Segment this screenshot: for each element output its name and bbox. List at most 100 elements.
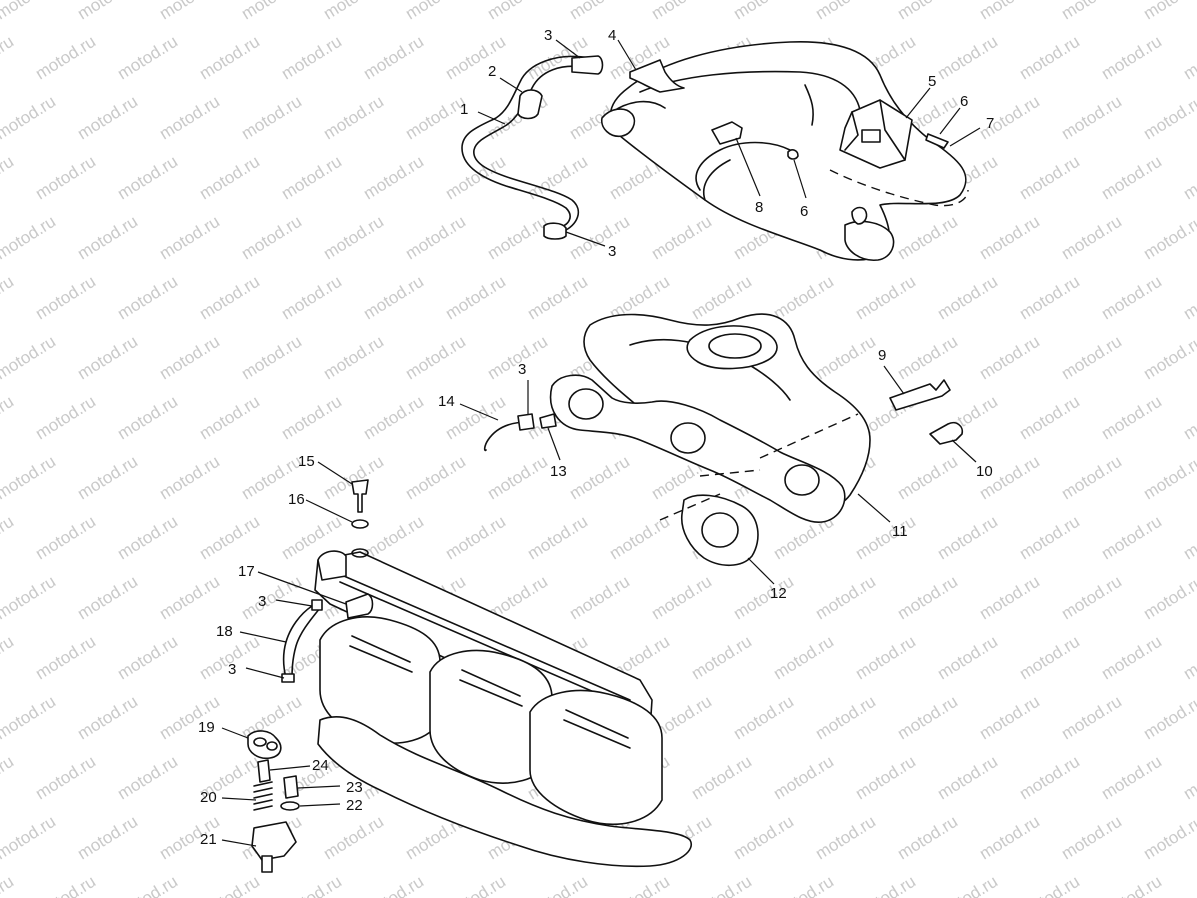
watermark-text: motod.ru [1058, 812, 1125, 864]
watermark-text: motod.ru [1058, 572, 1125, 624]
watermark-text: motod.ru [770, 272, 837, 324]
watermark-text: motod.ru [278, 872, 345, 898]
callout-19: 19 [198, 719, 215, 736]
watermark-text: motod.ru [74, 812, 141, 864]
watermark-text: motod.ru [1180, 632, 1197, 684]
leader-lines [221, 39, 981, 847]
watermark-text: motod.ru [114, 152, 181, 204]
watermark-text: motod.ru [1098, 32, 1165, 84]
watermark-text: motod.ru [156, 212, 223, 264]
callout-20: 20 [200, 789, 217, 806]
watermark-text: motod.ru [32, 392, 99, 444]
watermark-text: motod.ru [402, 212, 469, 264]
watermark-text: motod.ru [360, 32, 427, 84]
watermark-text: motod.ru [1140, 572, 1197, 624]
watermark-text: motod.ru [606, 512, 673, 564]
watermark-text: motod.ru [894, 812, 961, 864]
watermark-text: motod.ru [1098, 272, 1165, 324]
watermark-text: motod.ru [442, 872, 509, 898]
watermark-text: motod.ru [74, 212, 141, 264]
watermark-text: motod.ru [1058, 692, 1125, 744]
watermark-text: motod.ru [730, 0, 797, 23]
watermark-text: motod.ru [730, 812, 797, 864]
callout-3: 3 [258, 593, 266, 610]
callout-21: 21 [200, 831, 217, 848]
watermark-text: motod.ru [1098, 752, 1165, 804]
watermark-text: motod.ru [894, 572, 961, 624]
watermark-text: motod.ru [0, 812, 59, 864]
watermark-text: motod.ru [852, 752, 919, 804]
watermark-text: motod.ru [196, 512, 263, 564]
callout-14: 14 [438, 393, 455, 410]
watermark-text: motod.ru [1180, 32, 1197, 84]
watermark-text: motod.ru [1180, 752, 1197, 804]
watermark-text: motod.ru [360, 152, 427, 204]
watermark-text: motod.ru [74, 572, 141, 624]
watermark-text: motod.ru [934, 32, 1001, 84]
watermark-text: motod.ru [934, 872, 1001, 898]
callout-3: 3 [544, 27, 552, 44]
watermark-text: motod.ru [0, 332, 59, 384]
watermark-text: motod.ru [812, 572, 879, 624]
watermark-text: motod.ru [934, 272, 1001, 324]
watermark-text: motod.ru [1140, 812, 1197, 864]
callout-4: 4 [608, 27, 616, 44]
coolant-hose-1 [461, 55, 604, 240]
watermark-text: motod.ru [320, 0, 387, 23]
watermark-text: motod.ru [1016, 32, 1083, 84]
watermark-text: motod.ru [278, 32, 345, 84]
watermark-text: motod.ru [32, 752, 99, 804]
watermark-text: motod.ru [238, 212, 305, 264]
watermark-text: motod.ru [402, 0, 469, 23]
callout-10: 10 [976, 463, 993, 480]
watermark-text: motod.ru [0, 512, 17, 564]
watermark-text: motod.ru [74, 0, 141, 23]
watermark-text: motod.ru [442, 32, 509, 84]
watermark-text: motod.ru [976, 572, 1043, 624]
watermark-text: motod.ru [1058, 212, 1125, 264]
watermark-text: motod.ru [156, 332, 223, 384]
watermark-text: motod.ru [0, 872, 17, 898]
watermark-text: motod.ru [976, 332, 1043, 384]
callout-16: 16 [288, 491, 305, 508]
watermark-text: motod.ru [74, 692, 141, 744]
watermark-text: motod.ru [0, 452, 59, 504]
watermark-text: motod.ru [402, 452, 469, 504]
watermark-text: motod.ru [688, 632, 755, 684]
watermark-text: motod.ru [442, 272, 509, 324]
watermark-text: motod.ru [770, 872, 837, 898]
callout-18: 18 [216, 623, 233, 640]
callout-labels: 1 2 3 4 5 6 7 8 6 3 9 3 14 13 10 11 12 1… [198, 27, 994, 848]
watermark-text: motod.ru [0, 32, 17, 84]
callout-5: 5 [928, 73, 936, 90]
callout-3: 3 [228, 661, 236, 678]
watermark-text: motod.ru [32, 872, 99, 898]
watermark-text: motod.ru [32, 512, 99, 564]
watermark-text: motod.ru [484, 0, 551, 23]
watermark-text: motod.ru [524, 872, 591, 898]
watermark-text: motod.ru [524, 152, 591, 204]
watermark-text: motod.ru [156, 92, 223, 144]
watermark-text: motod.ru [278, 392, 345, 444]
watermark-text: motod.ru [976, 212, 1043, 264]
watermark-text: motod.ru [730, 572, 797, 624]
watermark-text: motod.ru [114, 32, 181, 84]
watermark-text: motod.ru [442, 512, 509, 564]
watermark-text: motod.ru [1140, 212, 1197, 264]
watermark-text: motod.ru [320, 92, 387, 144]
watermark-text: motod.ru [156, 0, 223, 23]
callout-2: 2 [488, 63, 496, 80]
watermark-text: motod.ru [688, 272, 755, 324]
watermark-text: motod.ru [606, 872, 673, 898]
expansion-chamber [600, 40, 969, 261]
watermark-text: motod.ru [934, 512, 1001, 564]
cylinder-head-assembly [247, 479, 693, 873]
watermark-text: motod.ru [320, 452, 387, 504]
callout-24: 24 [312, 757, 329, 774]
watermark-text: motod.ru [1180, 872, 1197, 898]
watermark-text: motod.ru [1140, 692, 1197, 744]
watermark-text: motod.ru [360, 272, 427, 324]
watermark-text: motod.ru [1016, 512, 1083, 564]
watermark-text: motod.ru [114, 392, 181, 444]
